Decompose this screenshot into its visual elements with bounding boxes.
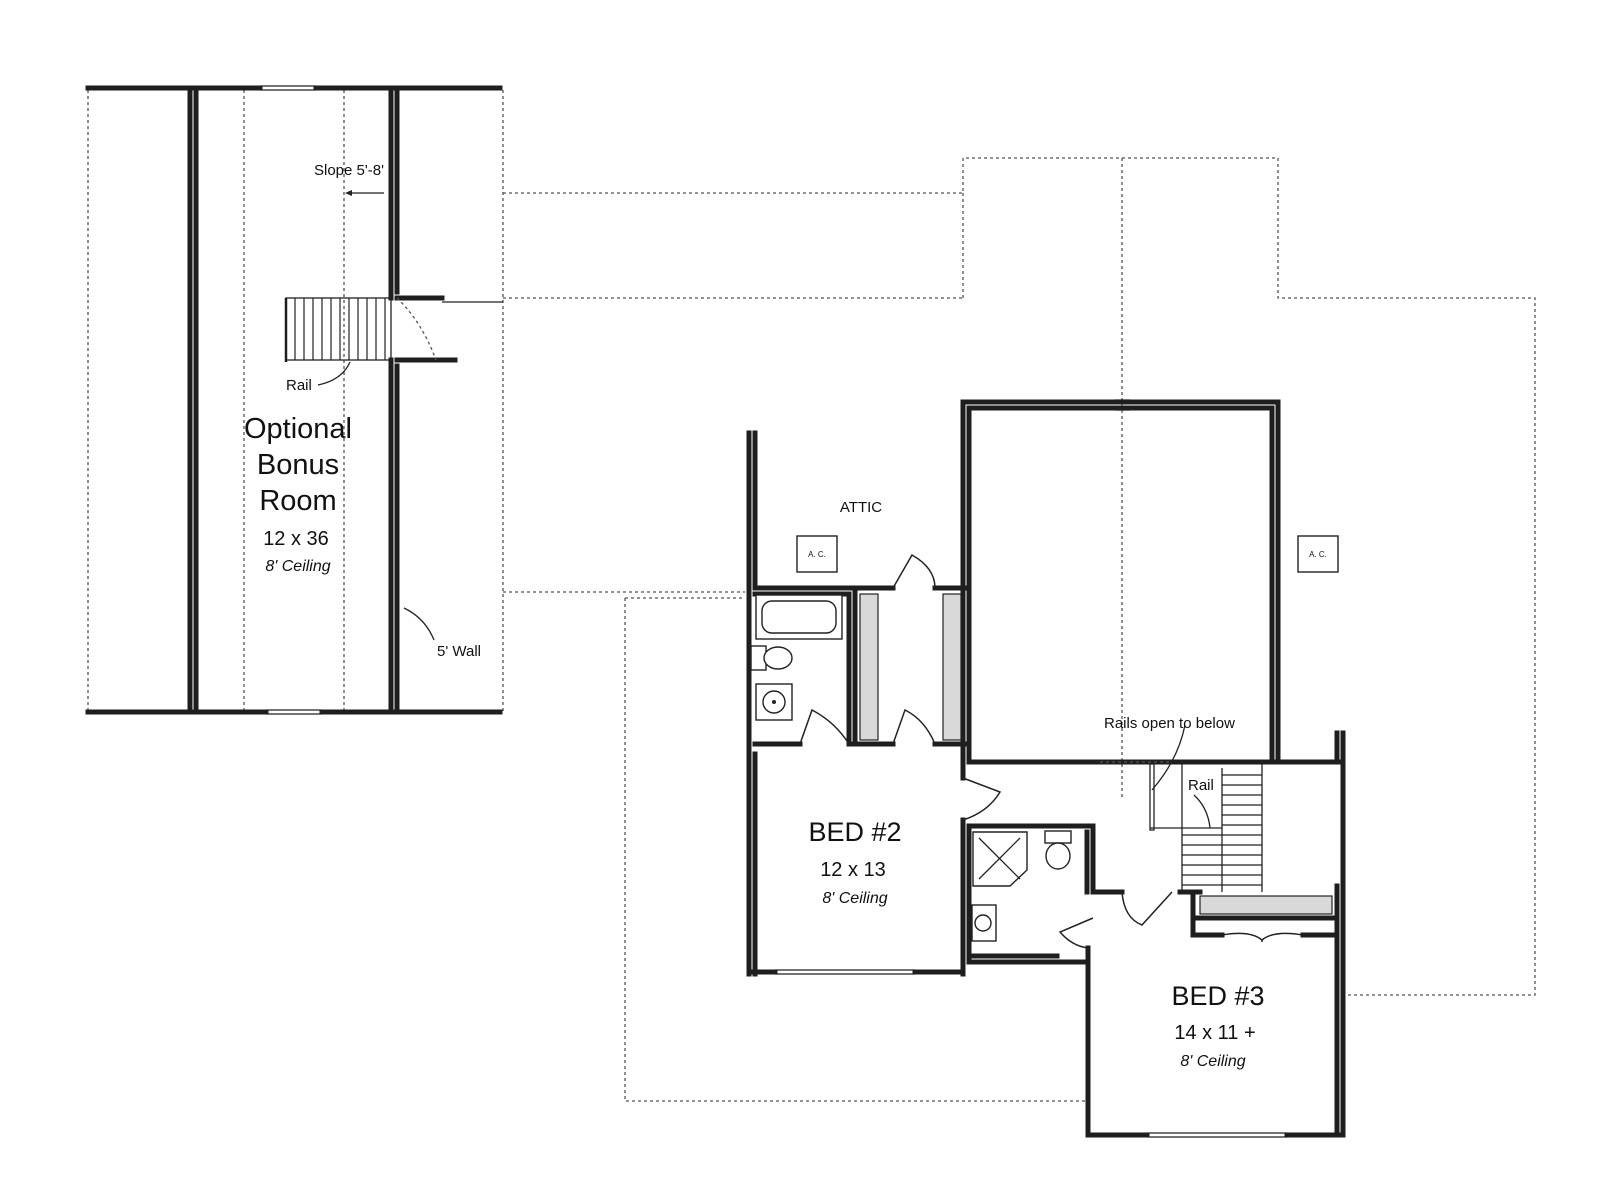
bed3-name: BED #3 (1171, 981, 1264, 1011)
labels: Slope 5'-8' Rail Optional Bonus Room 12 … (244, 162, 1327, 1070)
door-swings (799, 553, 1304, 949)
ac-unit-2 (1297, 535, 1339, 573)
ac-label-1: A. C. (808, 550, 826, 559)
rail-note-upper: Rail (286, 377, 312, 394)
roofline-dashed (87, 90, 1536, 1102)
ac-unit-1 (796, 535, 838, 573)
bonus-annotations (317, 190, 435, 641)
bonus-stair (284, 297, 437, 362)
rails-open-note: Rails open to below (1104, 715, 1235, 732)
main-floor-walls (746, 399, 1346, 1138)
bonus-room-walls (85, 85, 503, 715)
bonus-ceiling: 8' Ceiling (265, 558, 330, 575)
ac-units (796, 535, 1339, 573)
bath-fixtures (750, 594, 1072, 942)
main-stair (1100, 724, 1263, 892)
bed3-ceiling: 8' Ceiling (1180, 1053, 1245, 1070)
bed2-dims: 12 x 13 (820, 859, 886, 881)
attic-label: ATTIC (840, 499, 882, 516)
rail-note-lower: Rail (1188, 777, 1214, 794)
slope-note: Slope 5'-8' (314, 162, 384, 179)
ac-label-2: A. C. (1309, 550, 1327, 559)
bed3-dims: 14 x 11 + (1174, 1022, 1255, 1044)
bonus-dims: 12 x 36 (263, 528, 329, 550)
bed2-ceiling: 8' Ceiling (822, 890, 887, 907)
bonus-name-line3: Room (259, 485, 336, 517)
bed2-name: BED #2 (808, 817, 901, 847)
five-wall-note: 5' Wall (437, 643, 481, 660)
bonus-name-line1: Optional (244, 413, 352, 445)
bonus-name-line2: Bonus (257, 449, 339, 481)
closet-shelves (859, 593, 1333, 915)
